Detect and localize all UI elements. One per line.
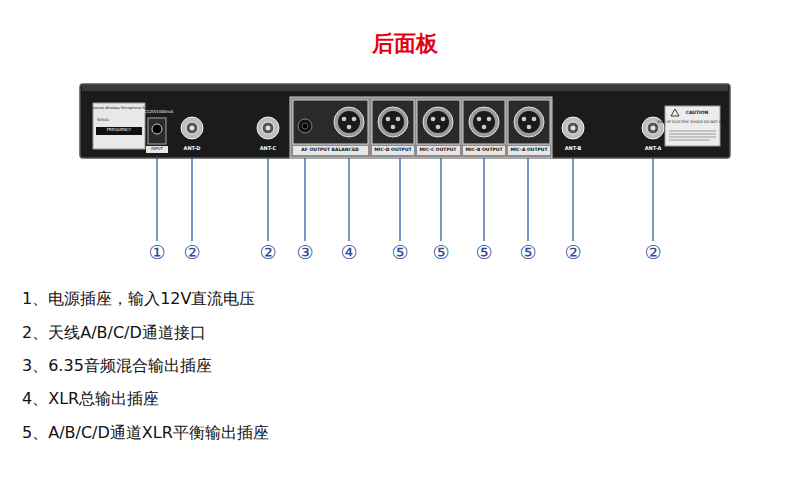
callout-number: ②	[644, 242, 661, 264]
callout-number: ④	[340, 242, 357, 264]
legend-note: 3、6.35音频混合输出插座	[22, 357, 212, 375]
output-plate	[290, 97, 552, 158]
callout-number: ②	[564, 242, 581, 264]
port-label: MIC-D OUTPUT	[374, 147, 411, 152]
port-label: ANT-B	[565, 146, 582, 152]
caution-text: RISK OF ELECTRIC SHOCK DO NOT OPEN	[657, 120, 728, 124]
frequency-strip	[96, 127, 142, 135]
phone-jack	[298, 119, 312, 133]
dc-jack-hole	[152, 124, 162, 134]
legend-note: 5、A/B/C/D通道XLR平衡输出插座	[22, 424, 269, 442]
dc-jack	[148, 118, 166, 144]
caution-text: CAUTION	[686, 110, 709, 115]
port-label: MIC-B OUTPUT	[466, 147, 503, 152]
callout-number: ⑤	[475, 242, 492, 264]
caution-fine-print	[669, 131, 716, 140]
port-label: MIC-C OUTPUT	[420, 147, 457, 152]
input-strip	[146, 146, 168, 153]
phone-jack-hole	[302, 123, 308, 129]
legend-note: 2、天线A/B/C/D通道接口	[22, 324, 206, 342]
legend-note: 1、电源插座，输入12V直流电压	[22, 290, 255, 308]
xlr-connectors	[334, 107, 544, 137]
sticker-text: FREQUENCY	[107, 128, 131, 133]
callout-number: ③	[296, 242, 313, 264]
port-label: ANT-D	[184, 146, 201, 152]
callout-number: ⑤	[391, 242, 408, 264]
housing-top-edge	[82, 85, 728, 91]
warning-triangle	[671, 109, 679, 116]
callout-number: ⑤	[432, 242, 449, 264]
label-strips	[293, 146, 550, 155]
callout-number: ⑤	[519, 242, 536, 264]
port-label: DC12V/1000mA	[141, 110, 173, 115]
caution-sticker	[665, 106, 720, 146]
page-title: 后面板	[372, 31, 438, 56]
port-label: MIC-A OUTPUT	[510, 147, 547, 152]
port-label: AF OUTPUT BALANCED	[301, 147, 358, 152]
callout-number: ②	[259, 242, 276, 264]
legend-note: 4、XLR总输出插座	[22, 390, 159, 408]
port-label: ANT-A	[645, 146, 662, 152]
port-label: INPUT	[151, 147, 163, 152]
callout-number: ①	[148, 242, 165, 264]
plate-sections	[293, 100, 550, 144]
sticker-text: SERIAL	[97, 118, 109, 122]
housing	[80, 84, 730, 158]
callout-number: ②	[183, 242, 200, 264]
leader-lines	[157, 156, 653, 241]
port-label: ANT-C	[260, 146, 276, 152]
